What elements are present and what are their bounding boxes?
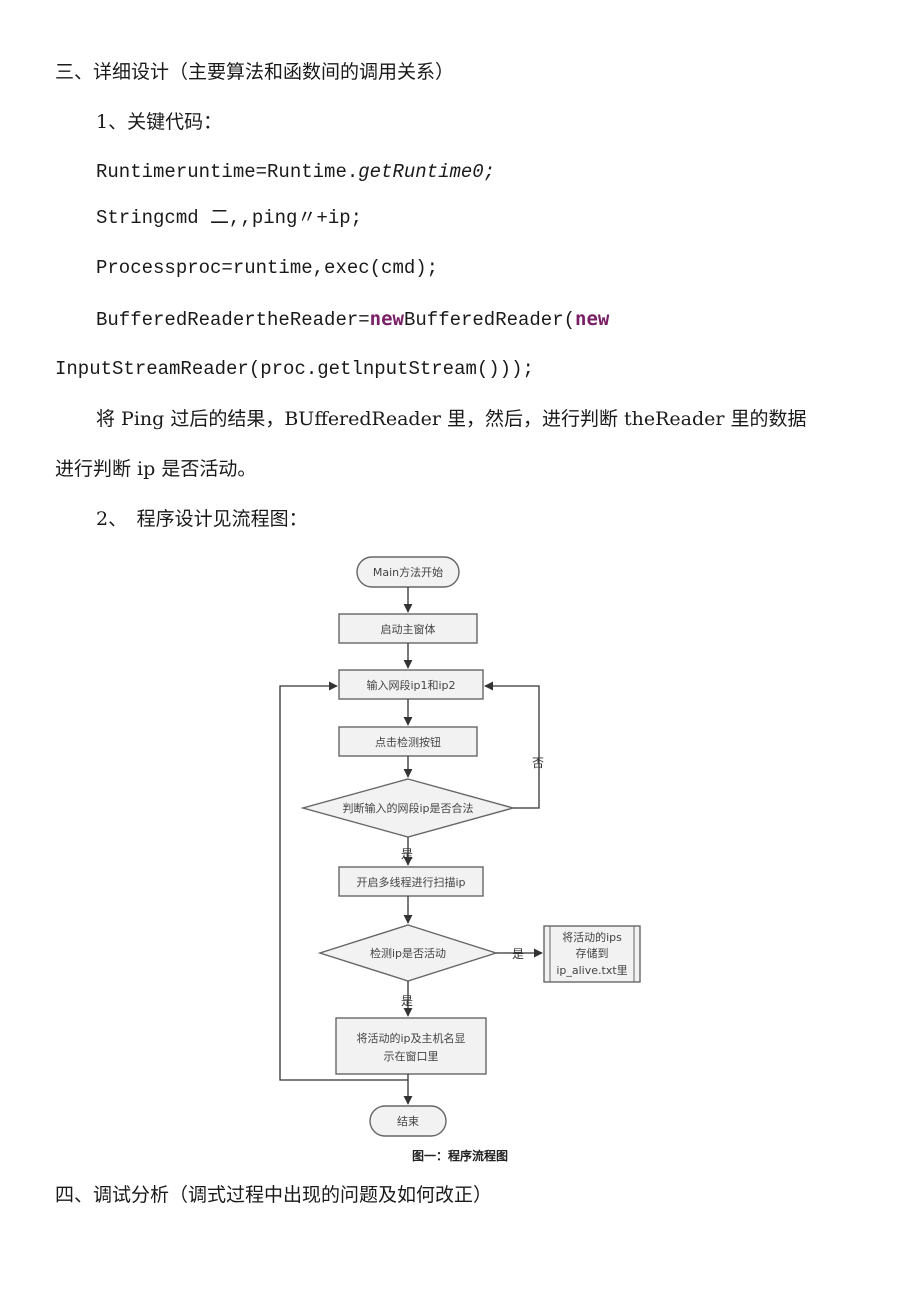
start-label: Main方法开始 bbox=[373, 565, 443, 579]
step-display-results bbox=[335, 1017, 487, 1075]
subsection-flowchart: 2、 程序设计见流程图： bbox=[96, 508, 308, 530]
step-input-ip-range bbox=[338, 669, 484, 700]
store-label-line-3: ip_alive.txt里 bbox=[556, 964, 627, 977]
explanation-paragraph-line-2: 进行判断 ip 是否活动。 bbox=[55, 458, 257, 480]
section-3-heading: 三、详细设计（主要算法和函数间的调用关系） bbox=[55, 61, 455, 83]
arrow-loop-back-to-input bbox=[279, 681, 409, 1081]
section-4-heading: 四、调试分析（调式过程中出现的问题及如何改正） bbox=[55, 1184, 493, 1206]
code-line-4: BufferedReadertheReader=newBufferedReade… bbox=[96, 307, 609, 332]
step-display-results-line-2: 示在窗口里 bbox=[384, 1049, 439, 1063]
decision-ip-active-label: 检测ip是否活动 bbox=[370, 946, 446, 960]
arrow-invalid-loop bbox=[484, 681, 540, 809]
code-line-5: InputStreamReader(proc.getlnputStream())… bbox=[55, 358, 534, 380]
keyword-new-1: new bbox=[369, 308, 404, 330]
code-line-1: Runtimeruntime=Runtime.getRuntime0; bbox=[96, 160, 495, 184]
code-line-1-italic: getRuntime0; bbox=[358, 161, 496, 183]
code-line-1-text: Runtimeruntime=Runtime. bbox=[96, 161, 359, 183]
figure-caption: 图一：程序流程图 bbox=[411, 1149, 508, 1163]
code-line-4-text-2: BufferedReader( bbox=[403, 309, 576, 331]
code-line-4-text: BufferedReadertheReader= bbox=[96, 309, 370, 331]
yes-label-3: 是 bbox=[401, 994, 413, 1008]
store-label-line-2: 存储到 bbox=[576, 946, 609, 960]
step-launch-window bbox=[338, 613, 478, 644]
step-multithread-scan-label: 开启多线程进行扫描ip bbox=[356, 875, 465, 889]
end-terminal bbox=[369, 1105, 447, 1137]
decision-ip-valid-label: 判断输入的网段ip是否合法 bbox=[342, 801, 473, 815]
explanation-paragraph-line-1: 将 Ping 过后的结果，BUfferedReader 里，然后，进行判断 th… bbox=[96, 408, 807, 430]
store-label-line-1: 将活动的ips bbox=[562, 930, 622, 944]
step-display-results-line-1: 将活动的ip及主机名显 bbox=[356, 1031, 465, 1045]
step-input-ip-range-label: 输入网段ip1和ip2 bbox=[366, 678, 455, 692]
step-launch-window-label: 启动主窗体 bbox=[381, 622, 436, 636]
no-label: 否 bbox=[532, 756, 544, 770]
step-click-detect bbox=[338, 726, 478, 757]
step-multithread-scan bbox=[338, 866, 484, 897]
code-line-3: Processproc=runtime,exec(cmd); bbox=[96, 257, 439, 279]
code-line-2: Stringcmd 二,,ping〃+ip; bbox=[96, 207, 363, 229]
step-click-detect-label: 点击检测按钮 bbox=[375, 735, 441, 749]
step-store-alive-ips bbox=[543, 925, 641, 983]
end-label: 结束 bbox=[397, 1115, 419, 1128]
yes-label-2: 是 bbox=[512, 947, 524, 961]
subsection-key-code: 1、关键代码： bbox=[96, 111, 223, 133]
yes-label-1: 是 bbox=[401, 847, 413, 861]
keyword-new-2: new bbox=[575, 308, 610, 330]
